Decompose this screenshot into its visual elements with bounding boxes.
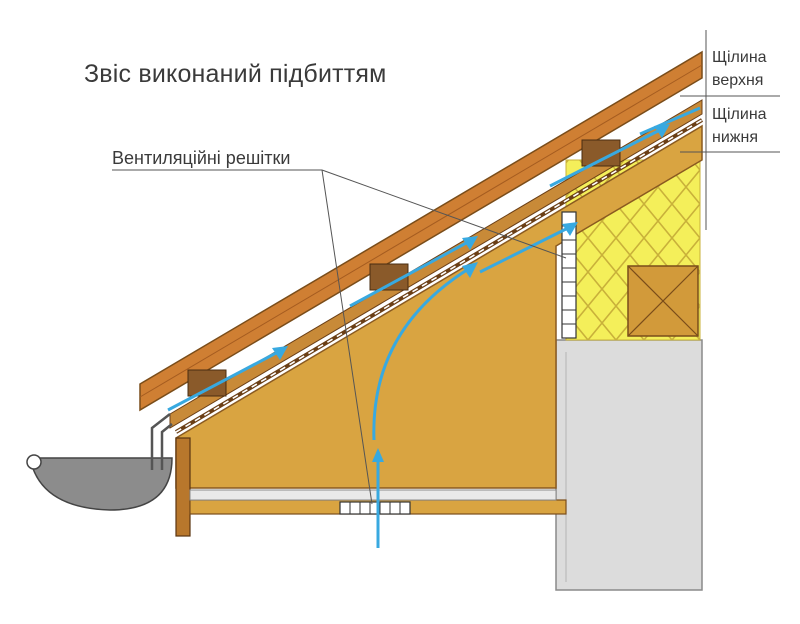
soffit-vent-grille: [339, 501, 411, 515]
lower-gap-label-line2: нижня: [712, 129, 758, 146]
wall-vent-grille: [561, 211, 577, 339]
concrete-wall: [555, 339, 703, 591]
gutter-hook: [150, 413, 171, 470]
vent-grilles-label: Вентиляційні решітки: [112, 148, 291, 168]
upper-gap-label-line2: верхня: [712, 72, 764, 89]
gutter-roll: [26, 454, 42, 470]
airflow-arrows: [167, 106, 701, 548]
leader-lines: [112, 30, 780, 505]
lower-gap-label-line1: Щілина: [712, 106, 767, 123]
gutter: [29, 457, 173, 511]
counter-batten: [169, 99, 703, 429]
fascia-board: [175, 437, 191, 537]
upper-gap-label-line1: Щілина: [712, 49, 767, 66]
diagram-title: Звіс виконаний підбиттям: [84, 60, 387, 88]
